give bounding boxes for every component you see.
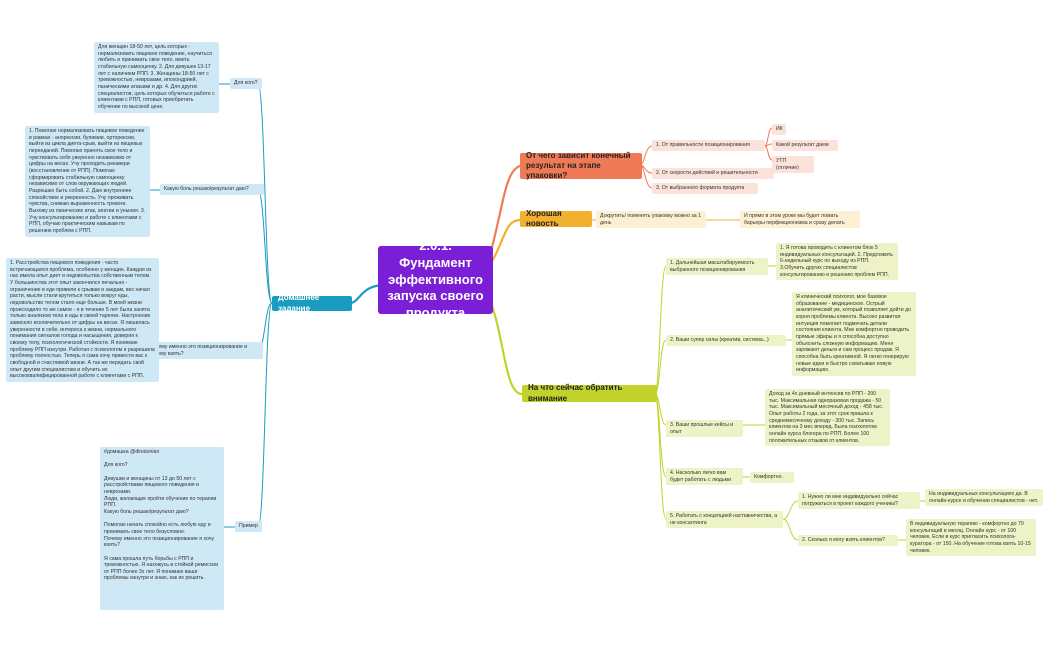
attention-q4[interactable]: 4. Насколько легко вам будет работать с … — [666, 468, 743, 486]
packaging-item-usp[interactable]: УТП (отличие) — [772, 156, 814, 174]
attention-q5-sub1[interactable]: 1. Нужно ли мне индивидуально сейчас пог… — [798, 492, 920, 510]
attention-q4-answer[interactable]: Комфортно. — [750, 472, 794, 483]
for-whom-note[interactable]: Для женщин 18-50 лет, цель которых - нор… — [94, 42, 219, 113]
attention-q5[interactable]: 5. Работать с концепцией наставничества,… — [666, 511, 783, 529]
attention-q2[interactable]: 2. Ваши супер силы (креатив, система...) — [666, 335, 786, 346]
for-whom-label[interactable]: Для кого? — [230, 78, 262, 89]
attention-q1[interactable]: 1. Дальнейшая масштабируемость выбранног… — [666, 258, 768, 276]
attention-q3[interactable]: 3. Ваши прошлые кейсы и опыт — [666, 420, 743, 438]
packaging-positioning[interactable]: 1. От правильности позиционирования — [652, 140, 765, 151]
why-me-label[interactable]: Почему именно это позиционирование и поч… — [145, 342, 263, 360]
good-news-note-1[interactable]: Докрутить/ поменять упаковку можно за 1 … — [596, 211, 706, 229]
pain-note[interactable]: 1. Помогаю нормализовать пищевое поведен… — [25, 126, 150, 237]
packaging-item-ik[interactable]: ИК — [772, 124, 786, 135]
attention-q5-sub2-answer[interactable]: В индивидуальную терапию - комфортно до … — [906, 519, 1036, 557]
attention-q5-sub1-answer[interactable]: На индивидуальных консультациях да. В он… — [925, 489, 1043, 507]
packaging-format[interactable]: 3. От выбранного формата продукта — [652, 183, 758, 194]
root-topic[interactable]: 2.0.1. Фундамент эффективного запуска св… — [378, 238, 493, 320]
attention-q5-sub2[interactable]: 2. Сколько я могу взять клиентов? — [798, 535, 898, 546]
attention-q3-answer[interactable]: Доход за 4х дневный интенсив по РПП - 20… — [765, 389, 890, 447]
packaging-speed[interactable]: 2. От скорости действий и решительности — [652, 168, 774, 179]
example-label[interactable]: Пример — [235, 521, 262, 532]
packaging-topic[interactable]: От чего зависит конечный результат на эт… — [520, 151, 642, 180]
attention-q1-answer[interactable]: 1. Я готова проводить с клиентом блок 5 … — [776, 243, 898, 281]
packaging-item-result[interactable]: Какой результат даем — [772, 140, 838, 151]
attention-q2-answer[interactable]: Я клинический психолог, мое базовое обра… — [792, 292, 916, 376]
good-news-topic[interactable]: Хорошая новость — [520, 209, 592, 228]
example-note[interactable]: #домашка @dinatonian Для кого? Девушки и… — [100, 447, 224, 610]
good-news-note-2[interactable]: И прямо в этом уроке мы будет ломать бар… — [740, 211, 860, 229]
attention-topic[interactable]: На что сейчас обратить внимание — [522, 383, 657, 403]
pain-label[interactable]: Какую боль решаю/результат даю? — [160, 184, 264, 195]
homework-topic[interactable]: Домашнее задание — [272, 293, 352, 313]
why-me-note[interactable]: 1. Расстройства пищевого поведения - час… — [6, 258, 159, 382]
